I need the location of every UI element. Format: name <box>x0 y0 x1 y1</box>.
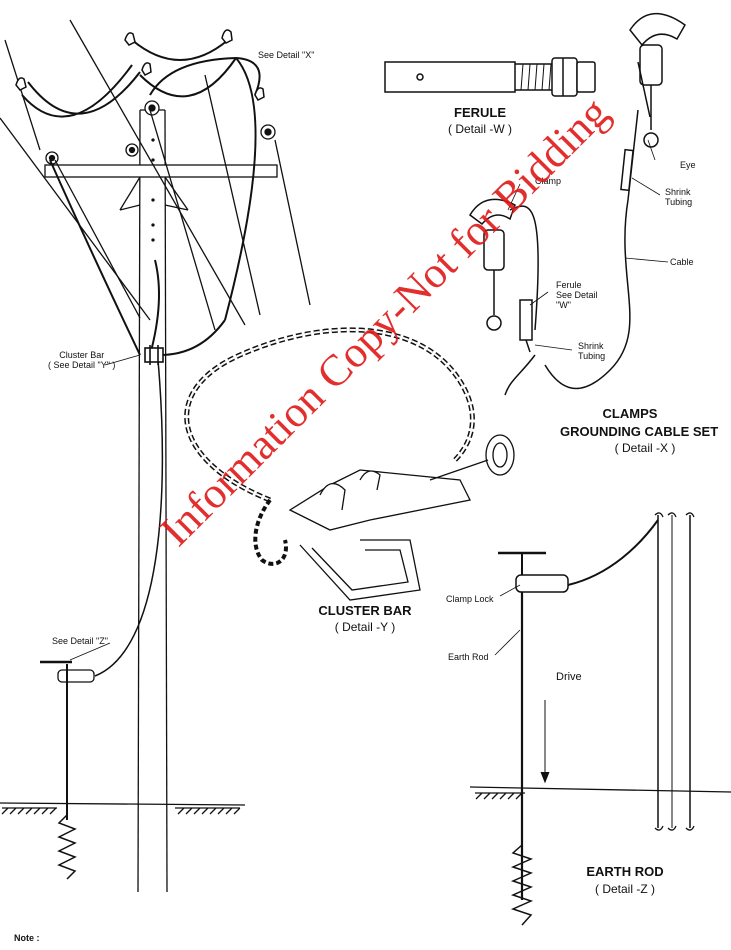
earth-rod-title: EARTH ROD <box>586 864 664 879</box>
see-detail-x-label: See Detail "X" <box>258 50 315 60</box>
pole-cluster-bar <box>144 345 164 365</box>
cluster-bar-callout: Cluster Bar ( See Detail "Y" ) <box>48 350 116 370</box>
clamp-label: Clamp <box>535 176 562 186</box>
detail-y-subtitle: ( Detail -Y ) <box>334 620 396 634</box>
clamps-title: CLAMPS <box>602 406 658 421</box>
callout-leaders <box>69 139 669 661</box>
grounding-cable-set-title: GROUNDING CABLE SET <box>560 424 719 439</box>
pole-earth-rod <box>40 660 95 880</box>
earth-rod-label: Earth Rod <box>448 652 489 662</box>
ferule-subtitle: ( Detail -W ) <box>448 122 512 136</box>
cluster-bar-drawing <box>184 327 515 601</box>
cross-arm <box>44 164 278 211</box>
utility-pole <box>137 109 168 893</box>
detail-x-subtitle: ( Detail -X ) <box>614 441 676 455</box>
cable-label: Cable <box>670 257 694 267</box>
earth-rod-drawing <box>469 512 731 926</box>
conductor-lines <box>0 19 311 331</box>
eye-label: Eye <box>680 160 696 170</box>
top-clamps <box>15 29 265 101</box>
see-detail-z-label: See Detail "Z" <box>52 636 108 646</box>
shrink-tubing-bottom-label: Shrink Tubing <box>578 341 606 361</box>
detail-z-subtitle: ( Detail -Z ) <box>595 882 655 896</box>
ferule-callout: Ferule See Detail "W" <box>556 280 598 310</box>
clamp-lock-label: Clamp Lock <box>446 594 494 604</box>
ferule-drawing <box>384 57 596 97</box>
ferule-title: FERULE <box>454 105 506 120</box>
clamp-set-drawing <box>469 12 686 396</box>
note-label: Note : <box>14 933 40 943</box>
shrink-tubing-top-label: Shrink Tubing <box>665 187 693 207</box>
drive-label: Drive <box>556 671 582 683</box>
ground-line-left <box>0 802 246 815</box>
cluster-bar-title: CLUSTER BAR <box>318 603 412 618</box>
grounding-cables <box>21 39 261 677</box>
